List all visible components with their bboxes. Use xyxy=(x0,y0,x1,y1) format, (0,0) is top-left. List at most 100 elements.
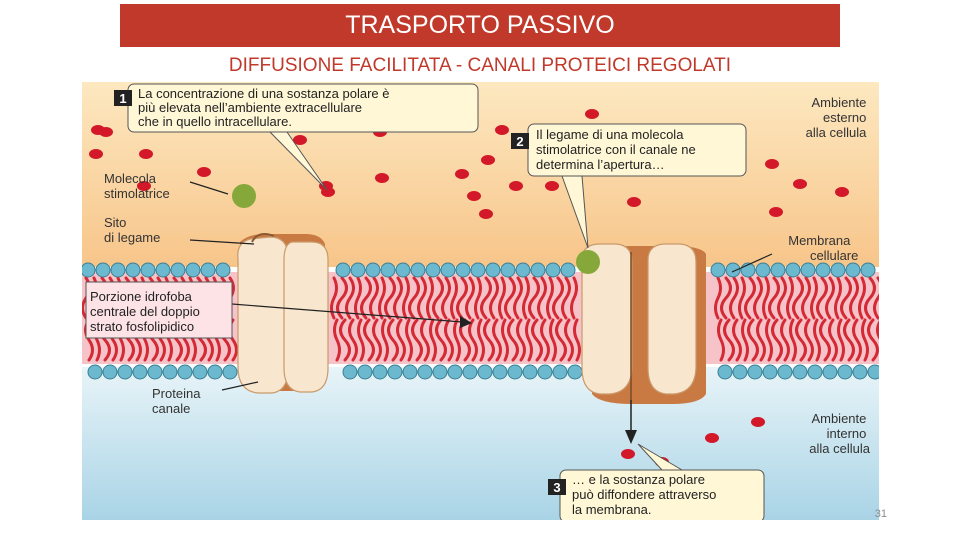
phospholipid-head xyxy=(373,365,387,379)
polar-solute-molecule xyxy=(99,127,113,137)
phospholipid-head xyxy=(82,263,95,277)
polar-solute-molecule xyxy=(627,197,641,207)
phospholipid-head xyxy=(118,365,132,379)
phospholipid-head xyxy=(868,365,879,379)
phospholipid-head xyxy=(441,263,455,277)
channel-protein-closed xyxy=(238,234,328,393)
phospholipid-head xyxy=(193,365,207,379)
phospholipid-head xyxy=(808,365,822,379)
phospholipid-head xyxy=(823,365,837,379)
step-3-line-1: … e la sostanza polare xyxy=(572,472,705,487)
phospholipid-head xyxy=(148,365,162,379)
polar-solute-molecule xyxy=(455,169,469,179)
step-1-line-3: che in quello intracellulare. xyxy=(138,114,292,129)
polar-solute-molecule xyxy=(769,207,783,217)
polar-solute-molecule xyxy=(479,209,493,219)
step-3-line-2: può diffondere attraverso xyxy=(572,487,716,502)
polar-solute-molecule xyxy=(481,155,495,165)
label-hydrophobic-line-2: centrale del doppio xyxy=(90,304,200,319)
phospholipid-head xyxy=(546,263,560,277)
phospholipid-head xyxy=(793,365,807,379)
phospholipid-head xyxy=(336,263,350,277)
label-membrane-line-1: Membrana xyxy=(788,233,851,248)
slide-title: TRASPORTO PASSIVO xyxy=(345,11,615,40)
channel-subunit-right xyxy=(284,242,328,392)
polar-solute-molecule xyxy=(545,181,559,191)
phospholipid-head xyxy=(553,365,567,379)
phospholipid-head xyxy=(366,263,380,277)
label-hydrophobic-line-3: strato fosfolipidico xyxy=(90,319,194,334)
phospholipid-head xyxy=(178,365,192,379)
label-channel-line-2: canale xyxy=(152,401,190,416)
step-3-number: 3 xyxy=(553,480,560,495)
phospholipid-head xyxy=(343,365,357,379)
phospholipid-head xyxy=(381,263,395,277)
label-inside-line-2: interno xyxy=(827,426,867,441)
step-2-number: 2 xyxy=(516,134,523,149)
phospholipid-head xyxy=(508,365,522,379)
label-hydrophobic-line-1: Porzione idrofoba xyxy=(90,289,193,304)
polar-solute-molecule xyxy=(495,125,509,135)
phospholipid-head xyxy=(208,365,222,379)
phospholipid-head xyxy=(141,263,155,277)
phospholipid-head xyxy=(778,365,792,379)
page-number: 31 xyxy=(875,508,887,520)
polar-solute-molecule xyxy=(765,159,779,169)
phospholipid-head xyxy=(861,263,875,277)
open-channel-subunit-right xyxy=(648,244,696,394)
phospholipid-head xyxy=(831,263,845,277)
step-2-line-1: Il legame di una molecola xyxy=(536,127,684,142)
polar-solute-molecule xyxy=(705,433,719,443)
polar-solute-molecule xyxy=(139,149,153,159)
phospholipid-head xyxy=(418,365,432,379)
phospholipid-head xyxy=(748,365,762,379)
phospholipid-head xyxy=(711,263,725,277)
polar-solute-molecule xyxy=(509,181,523,191)
phospholipid-head xyxy=(786,263,800,277)
phospholipid-head xyxy=(216,263,230,277)
polar-solute-molecule xyxy=(835,187,849,197)
phospholipid-head xyxy=(88,365,102,379)
step-3-line-3: la membrana. xyxy=(572,502,651,517)
phospholipid-head xyxy=(103,365,117,379)
phospholipid-head xyxy=(201,263,215,277)
label-inside-line-1: Ambiente xyxy=(811,411,866,426)
phospholipid-head xyxy=(523,365,537,379)
polar-solute-molecule xyxy=(375,173,389,183)
phospholipid-head xyxy=(388,365,402,379)
phospholipid-head xyxy=(478,365,492,379)
slide-subtitle: DIFFUSIONE FACILITATA - CANALI PROTEICI … xyxy=(0,55,960,77)
polar-solute-molecule xyxy=(585,109,599,119)
phospholipid-head xyxy=(853,365,867,379)
phospholipid-head xyxy=(433,365,447,379)
phospholipid-head xyxy=(516,263,530,277)
phospholipid-head xyxy=(223,365,237,379)
label-membrane-line-2: cellulare xyxy=(810,248,858,263)
polar-solute-molecule xyxy=(751,417,765,427)
phospholipid-head xyxy=(756,263,770,277)
step-1-number: 1 xyxy=(119,91,126,106)
phospholipid-head xyxy=(456,263,470,277)
phospholipid-head xyxy=(816,263,830,277)
polar-solute-molecule xyxy=(621,449,635,459)
phospholipid-head xyxy=(96,263,110,277)
phospholipid-head xyxy=(501,263,515,277)
phospholipid-head xyxy=(156,263,170,277)
phospholipid-head xyxy=(763,365,777,379)
channel-subunit-left xyxy=(238,237,288,393)
label-channel-line-1: Proteina xyxy=(152,386,201,401)
polar-solute-molecule xyxy=(197,167,211,177)
channel-protein-open xyxy=(582,244,706,404)
phospholipid-head xyxy=(403,365,417,379)
stimulator-molecule-free xyxy=(232,184,256,208)
phospholipid-head xyxy=(568,365,582,379)
phospholipid-head xyxy=(411,263,425,277)
polar-solute-molecule xyxy=(89,149,103,159)
phospholipid-head xyxy=(358,365,372,379)
label-outside-line-2: esterno xyxy=(823,110,866,125)
phospholipid-head xyxy=(771,263,785,277)
step-2-line-3: determina l’apertura… xyxy=(536,157,665,172)
phospholipid-head xyxy=(486,263,500,277)
phospholipid-head xyxy=(111,263,125,277)
slide-title-bar: TRASPORTO PASSIVO xyxy=(120,4,840,47)
